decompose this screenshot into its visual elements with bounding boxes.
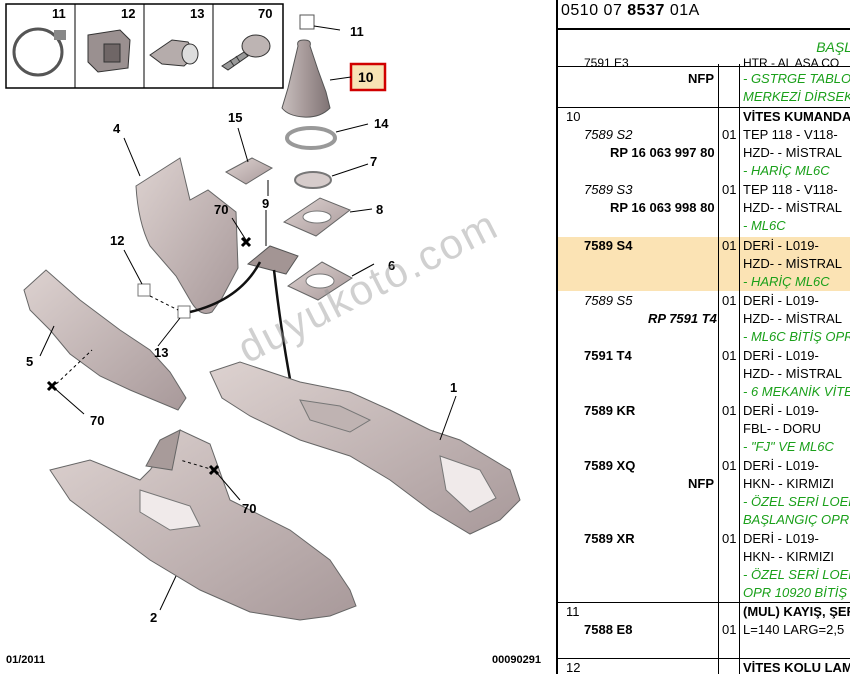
part-2-center-console <box>49 429 357 621</box>
selected-row-highlight <box>558 237 850 291</box>
callout-7: 7 <box>370 154 377 169</box>
section-10-title: VİTES KUMANDA <box>743 109 850 124</box>
top-row-note-1: - GSTRGE TABLO <box>743 71 850 86</box>
callout-6: 6 <box>388 258 395 273</box>
section-11-title: (MUL) KAYIŞ, ŞER <box>743 604 850 619</box>
table-header: BAŞL <box>558 28 850 67</box>
callout-70: 70 <box>258 6 272 21</box>
callout-13-bulb: 13 <box>154 345 168 360</box>
callout-11: 11 <box>52 6 66 21</box>
callout-4: 4 <box>113 121 121 136</box>
callout-70-lower: 70 <box>242 501 256 516</box>
part-15-trim <box>224 157 274 185</box>
section-10-number: 10 <box>566 109 581 124</box>
hardware-icon-panel <box>5 3 284 89</box>
gear-lever-boot <box>281 39 331 118</box>
callout-15: 15 <box>228 110 242 125</box>
callout-9: 9 <box>262 196 269 211</box>
bulb-icon <box>149 39 199 67</box>
part-13-bulb <box>177 305 191 319</box>
screw-icon <box>221 34 271 71</box>
callout-2: 2 <box>150 610 157 625</box>
section-12-number: 12 <box>566 660 581 674</box>
callout-12-clip: 12 <box>110 233 124 248</box>
callout-70-upper: 70 <box>214 202 228 217</box>
top-row-nfp: NFP <box>688 71 714 86</box>
part-7-ring <box>294 171 332 189</box>
callout-8: 8 <box>376 202 383 217</box>
cable-tie-icon <box>12 27 66 77</box>
part-5-side-panel <box>23 269 187 411</box>
part-12-clip <box>137 283 151 297</box>
top-row-note-2: MERKEZİ DİRSEK <box>743 89 850 104</box>
top-row-desc: HTR - AL ASA CO <box>743 56 840 70</box>
part-14-ring <box>285 126 337 150</box>
callout-12: 12 <box>121 6 135 21</box>
part-11-tie <box>299 14 315 30</box>
table-header-label: BAŞL <box>816 39 850 55</box>
callout-11-tie: 11 <box>350 24 364 39</box>
callout-14: 14 <box>374 116 389 131</box>
callout-13: 13 <box>190 6 204 21</box>
callout-5: 5 <box>26 354 33 369</box>
callout-10: 10 <box>358 69 374 85</box>
callout-70-left: 70 <box>90 413 104 428</box>
exploded-parts-diagram: 11 12 13 70 11 10 14 15 4 7 9 8 70 12 6 … <box>5 3 521 625</box>
section-11-number: 11 <box>566 604 580 619</box>
diagram-date: 01/2011 <box>6 654 46 666</box>
parts-list-panel: 0510 07 8537 01A BAŞL 7591 E3 HTR - AL A… <box>556 0 850 674</box>
section-12-title: VİTES KOLU LAM <box>743 660 850 674</box>
callout-1: 1 <box>450 380 457 395</box>
part-1-center-console <box>209 361 521 535</box>
top-row-code: 7591 E3 <box>584 56 629 70</box>
diagram-code: 00090291 <box>492 654 541 666</box>
part-4-side-panel <box>135 157 239 314</box>
reference-number: 0510 07 8537 01A <box>561 2 700 19</box>
clip-nut-icon <box>87 29 131 73</box>
